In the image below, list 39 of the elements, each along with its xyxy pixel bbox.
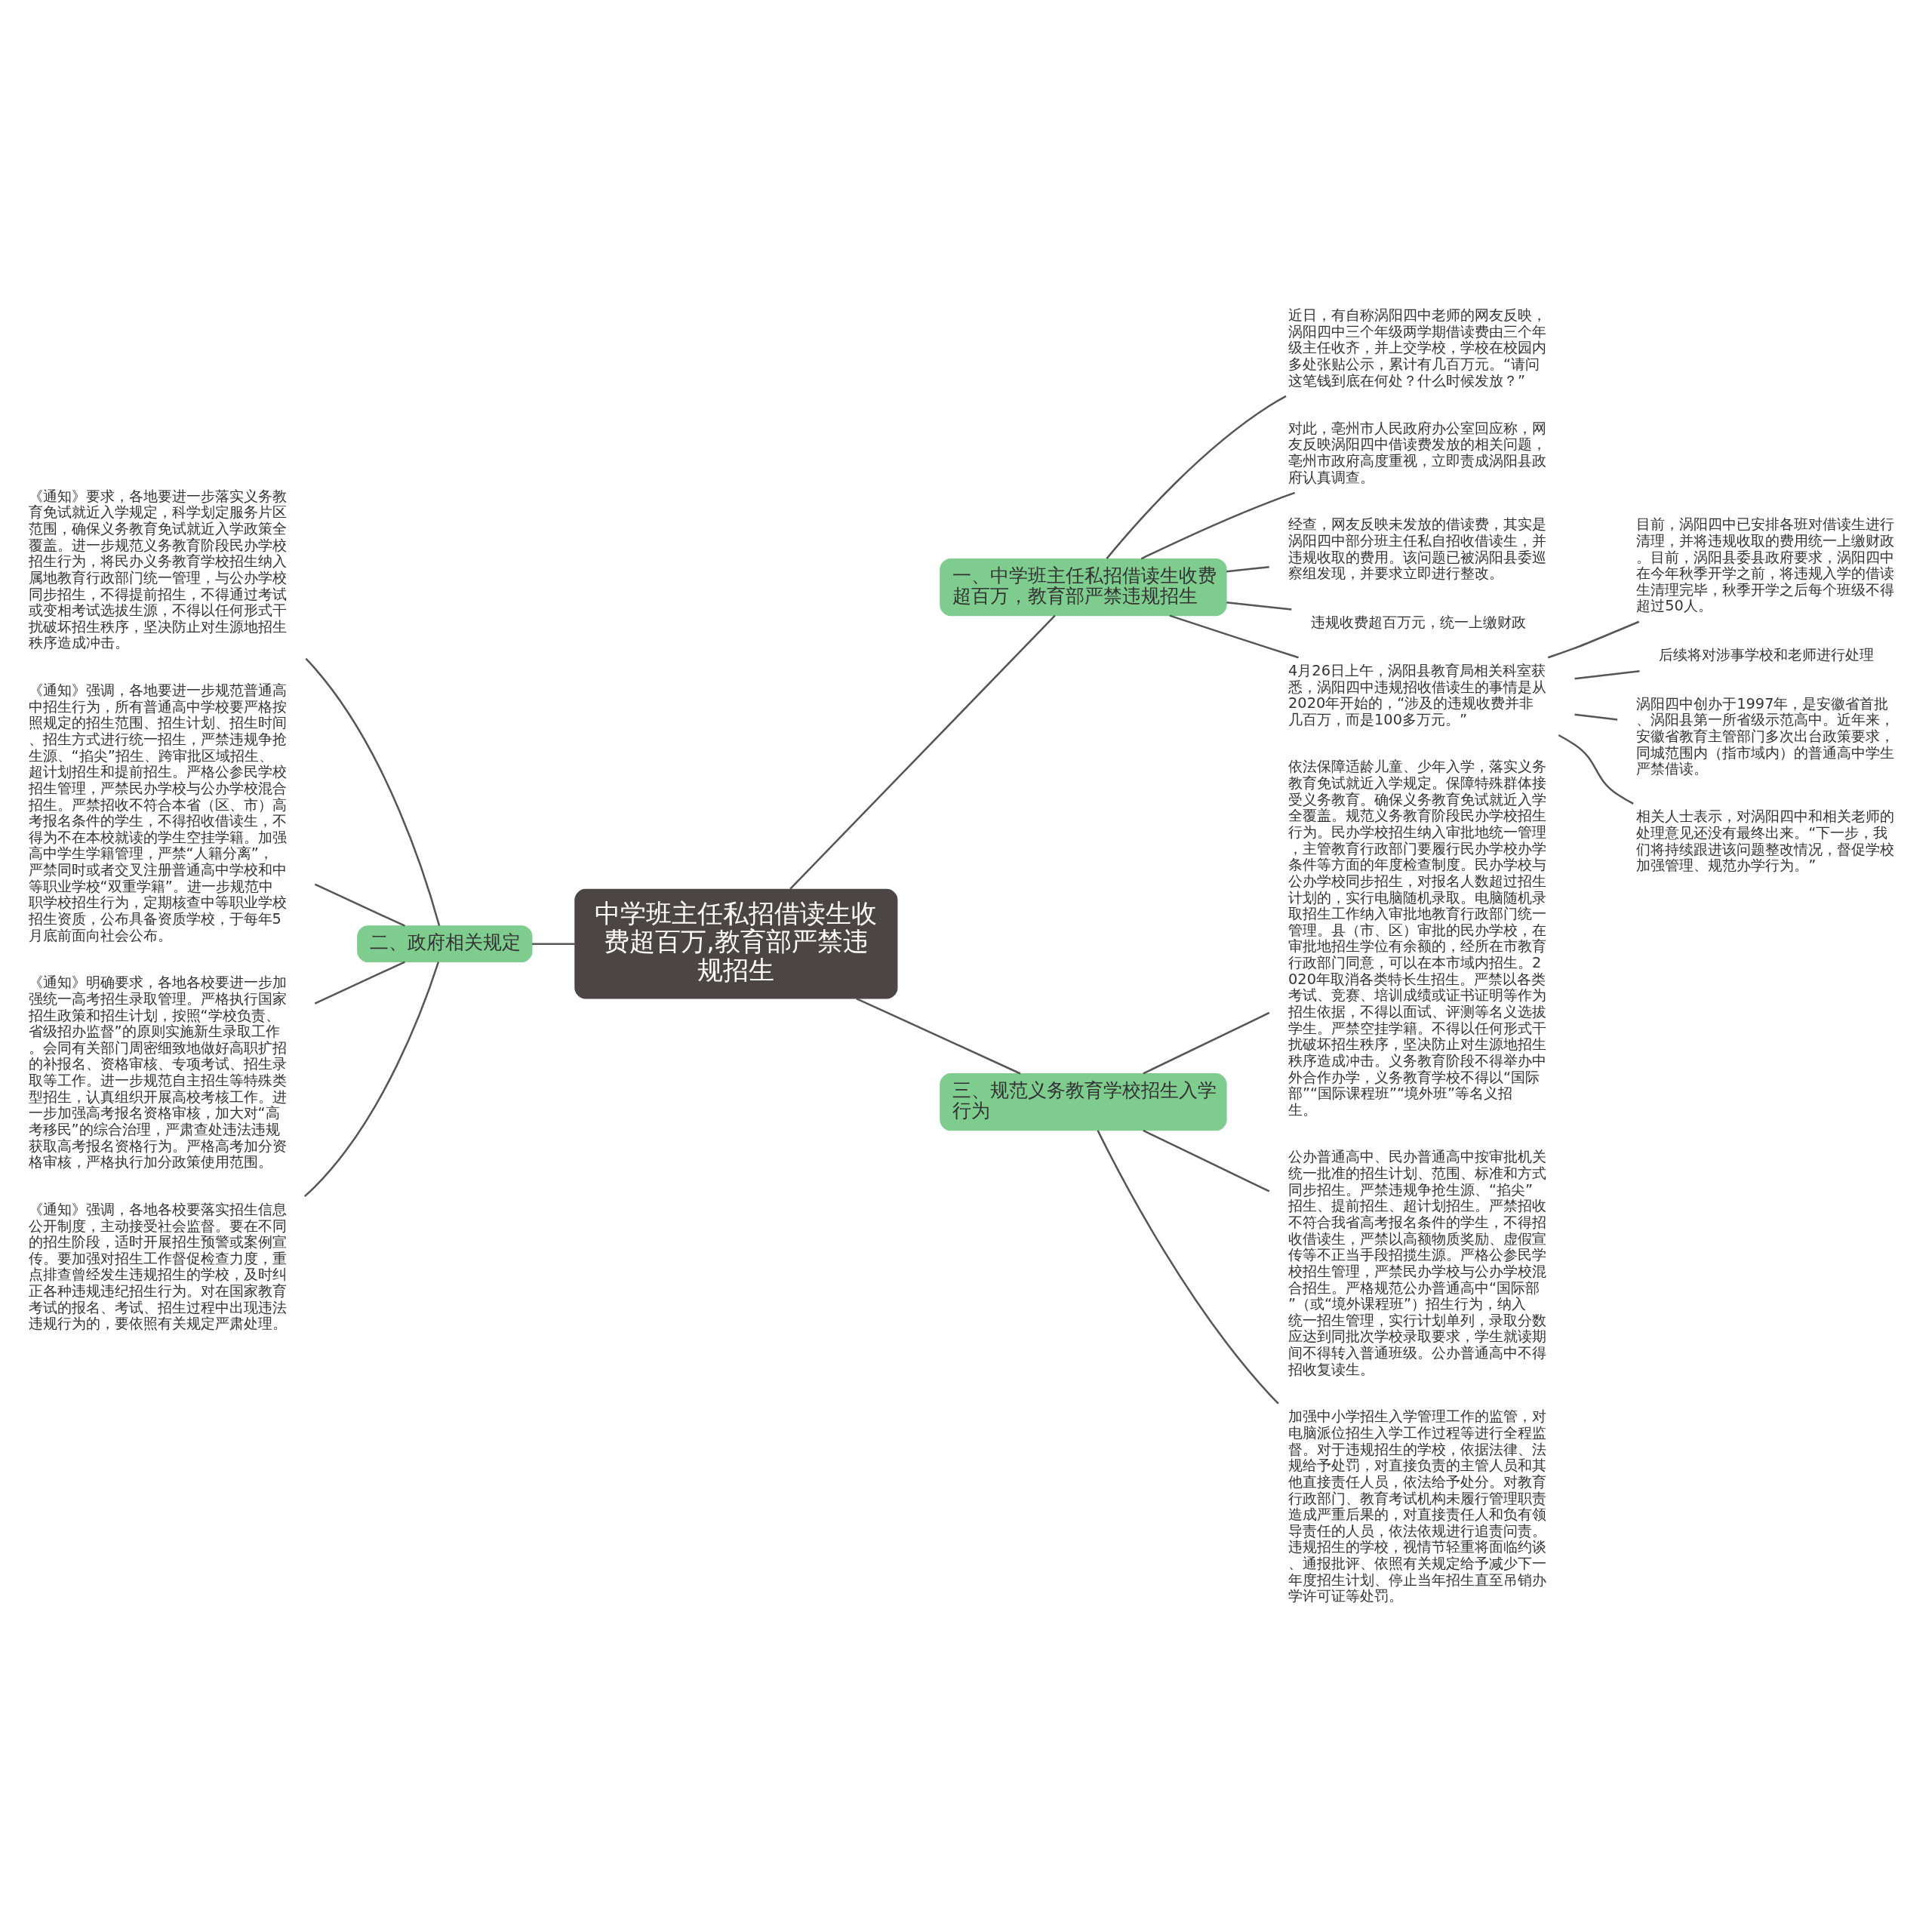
connector	[314, 883, 405, 927]
connector	[1574, 713, 1618, 721]
connector	[1558, 734, 1634, 805]
connector	[1226, 565, 1269, 573]
node-text: 涡阳四中创办于1997年，是安徽省首批、涡阳县第一所省级示范高中。近年来，安徽省教育主管部门多次出台政策要求，同城范围内（指市域内）的普通高中学生严禁借读。	[1636, 694, 1895, 778]
connector	[1143, 1011, 1270, 1075]
node-text: 后续将对涉事学校和老师进行处理	[1658, 645, 1874, 663]
connector	[305, 657, 441, 926]
connector	[1574, 669, 1640, 680]
node-text: 《通知》明确要求，各地各校要进一步加强统一高考招生录取管理。严格执行国家招生政策和招生计划，按照“学校负责、省级招办监督”的原则实施新生录取工作。会同有关部门周密细致地做好高职扩招的补报名、资格审核、专项考试、招生录取等工作。进一步规范自主招生等特殊类型招生，认真组织开展高校考核工作。进一步加强高考报名资格审核，加大对“高考移民”的综合治理，严肃查处违法违规获取高考报名资格行为。严格高考加分资格审核，严格执行加分政策使用范围。	[28, 974, 287, 1171]
node-text: 对此，亳州市人民政府办公室回应称，网友反映涡阳四中借读费发放的相关问题，亳州市政府高度重视，立即责成涡阳县政府认真调查。	[1288, 419, 1547, 486]
connector	[1097, 1130, 1279, 1405]
connector	[314, 961, 405, 1005]
connector	[1226, 602, 1292, 611]
node-box: 二、政府相关规定	[357, 925, 533, 963]
connector	[1547, 620, 1640, 659]
connector	[1169, 614, 1299, 659]
connector	[303, 962, 440, 1198]
node-text: 目前，涡阳四中已安排各班对借读生进行清理，并将违规收取的费用统一上缴财政。目前，涡阳县委县政府要求，涡阳四中在今年秋季开学之前，将违规入学的借读生清理完毕，秋季开学之后每个班级不得超过50人。	[1636, 515, 1895, 615]
connector	[532, 943, 575, 945]
connector	[856, 997, 1021, 1075]
node-box: 一、中学班主任私招借读生收费超百万，教育部严禁违规招生	[940, 558, 1227, 617]
node-text: 违规收费超百万元，统一上缴财政	[1310, 613, 1526, 631]
node-text: 《通知》强调，各地要进一步规范普通高中招生行为，所有普通高中学校要严格按照规定的招生范围、招生计划、招生时间、招生方式进行统一招生，严禁违规争抢生源、“掐尖”招生、跨审批区域招生、超计划招生和提前招生。严格公参民学校招生管理，严禁民办学校与公办学校混合招生。严禁招收不符合本省（区、市）高考报名条件的学生，不得招收借读生，不得为不在本校就读的学生空挂学籍。加强高中学生学籍管理，严禁“人籍分离”，严禁同时或者交叉注册普通高中学校和中等职业学校“双重学籍”。进一步规范中职学校招生行为，定期核查中等职业学校招生资质，公布具备资质学校，于每年5月底前面向社会公布。	[28, 682, 287, 944]
node-box: 中学班主任私招借读生收费超百万,教育部严禁违规招生	[574, 888, 898, 999]
connector	[1106, 395, 1287, 559]
node-box: 三、规范义务教育学校招生入学行为	[940, 1073, 1227, 1131]
node-text: 加强中小学招生入学管理工作的监管，对电脑派位招生入学工作过程等进行全程监督。对于违规招生的学校，依据法律、法规给予处罚，对直接负责的主管人员和其他直接责任人员，依法给予处分。对教育行政部门、教育考试机构未履行管理职责造成严重后果的，对直接责任人和负有领导责任的人员，依法依规进行追责问责。违规招生的学校，视情节轻重将面临约谈、通报批评、依照有关规定给予减少下一年度招生计划、停止当年招生直至吊销办学许可证等处罚。	[1288, 1408, 1547, 1605]
node-text: 公办普通高中、民办普通高中按审批机关统一批准的招生计划、范围、标准和方式同步招生。严禁违规争抢生源、“掐尖”招生、提前招生、超计划招生。严禁招收不符合我省高考报名条件的学生，不得招收借读生，严禁以高额物质奖励、虚假宣传等不正当手段招揽生源。严格公参民学校招生管理，严禁民办学校与公办学校混合招生。严格规范公办普通高中“国际部”（或“境外课程班”）招生行为，纳入统一招生管理，实行计划单列，录取分数应达到同批次学校录取要求，学生就读期间不得转入普通班级。公办普通高中不得招收复读生。	[1288, 1148, 1547, 1378]
node-text: 依法保障适龄儿童、少年入学，落实义务教育免试就近入学规定。保障特殊群体接受义务教育。确保义务教育免试就近入学全覆盖。规范义务教育阶段民办学校招生行为。民办学校招生纳入审批地统一管理，主管教育行政部门要履行民办学校办学条件等方面的年度检查制度。民办学校与公办学校同步招生，对报名人数超过招生计划的，实行电脑随机录取。电脑随机录取招生工作纳入审批地教育行政部门统一管理。县（市、区）审批的民办学校，在审批地招生学位有余额的，经所在市教育行政部门同意，可以在本市域内招生。2020年取消各类特长生招生。严禁以各类考试、竞赛、培训成绩或证书证明等作为招生依据，不得以面试、评测等名义选拔学生。严禁空挂学籍。不得以任何形式干扰破坏招生秩序，坚决防止对生源地招生秩序造成冲击。义务教育阶段不得举办中外合作办学，义务教育学校不得以“国际部”“国际课程班”“境外班”等名义招生。	[1288, 758, 1547, 1119]
node-text: 近日，有自称涡阳四中老师的网友反映，涡阳四中三个年级两学期借读费由三个年级主任收齐，并上交学校，学校在校园内多处张贴公示，累计有几百万元。“请问这笔钱到底在何处？什么时候发放？”	[1288, 306, 1547, 389]
connector	[789, 614, 1056, 890]
connector	[1143, 1129, 1270, 1192]
node-text: 相关人士表示，对涡阳四中和相关老师的处理意见还没有最终出来。“下一步，我们将持续跟进该问题整改情况，督促学校加强管理、规范办学行为。”	[1636, 808, 1895, 875]
node-text: 《通知》强调，各地各校要落实招生信息公开制度，主动接受社会监督。要在不同的招生阶段，适时开展招生预警或案例宣传。要加强对招生工作督促检查力度，重点排查曾经发生违规招生的学校，及时纠正各种违规违纪招生行为。对在国家教育考试的报名、考试、招生过程中出现违法违规行为的，要依照有关规定严肃处理。	[28, 1200, 287, 1333]
node-text: 经查，网友反映未发放的借读费，其实是涡阳四中部分班主任私自招收借读生，并违规收取的费用。该问题已被涡阳县委巡察组发现，并要求立即进行整改。	[1288, 515, 1547, 583]
node-text: 4月26日上午，涡阳县教育局相关科室获悉，涡阳四中违规招收借读生的事情是从2020年开始的，“涉及的违规收费并非几百万，而是100多万元。”	[1288, 661, 1547, 728]
node-text: 《通知》要求，各地要进一步落实义务教育免试就近入学规定，科学划定服务片区范围，确保义务教育免试就近入学政策全覆盖。进一步规范义务教育阶段民办学校招生行为，将民办义务教育学校招生纳入属地教育行政部门统一管理，与公办学校同步招生，不得提前招生，不得通过考试或变相考试选拔生源，不得以任何形式干扰破坏招生秩序，坚决防止对生源地招生秩序造成冲击。	[28, 487, 287, 652]
connector	[1140, 491, 1296, 560]
